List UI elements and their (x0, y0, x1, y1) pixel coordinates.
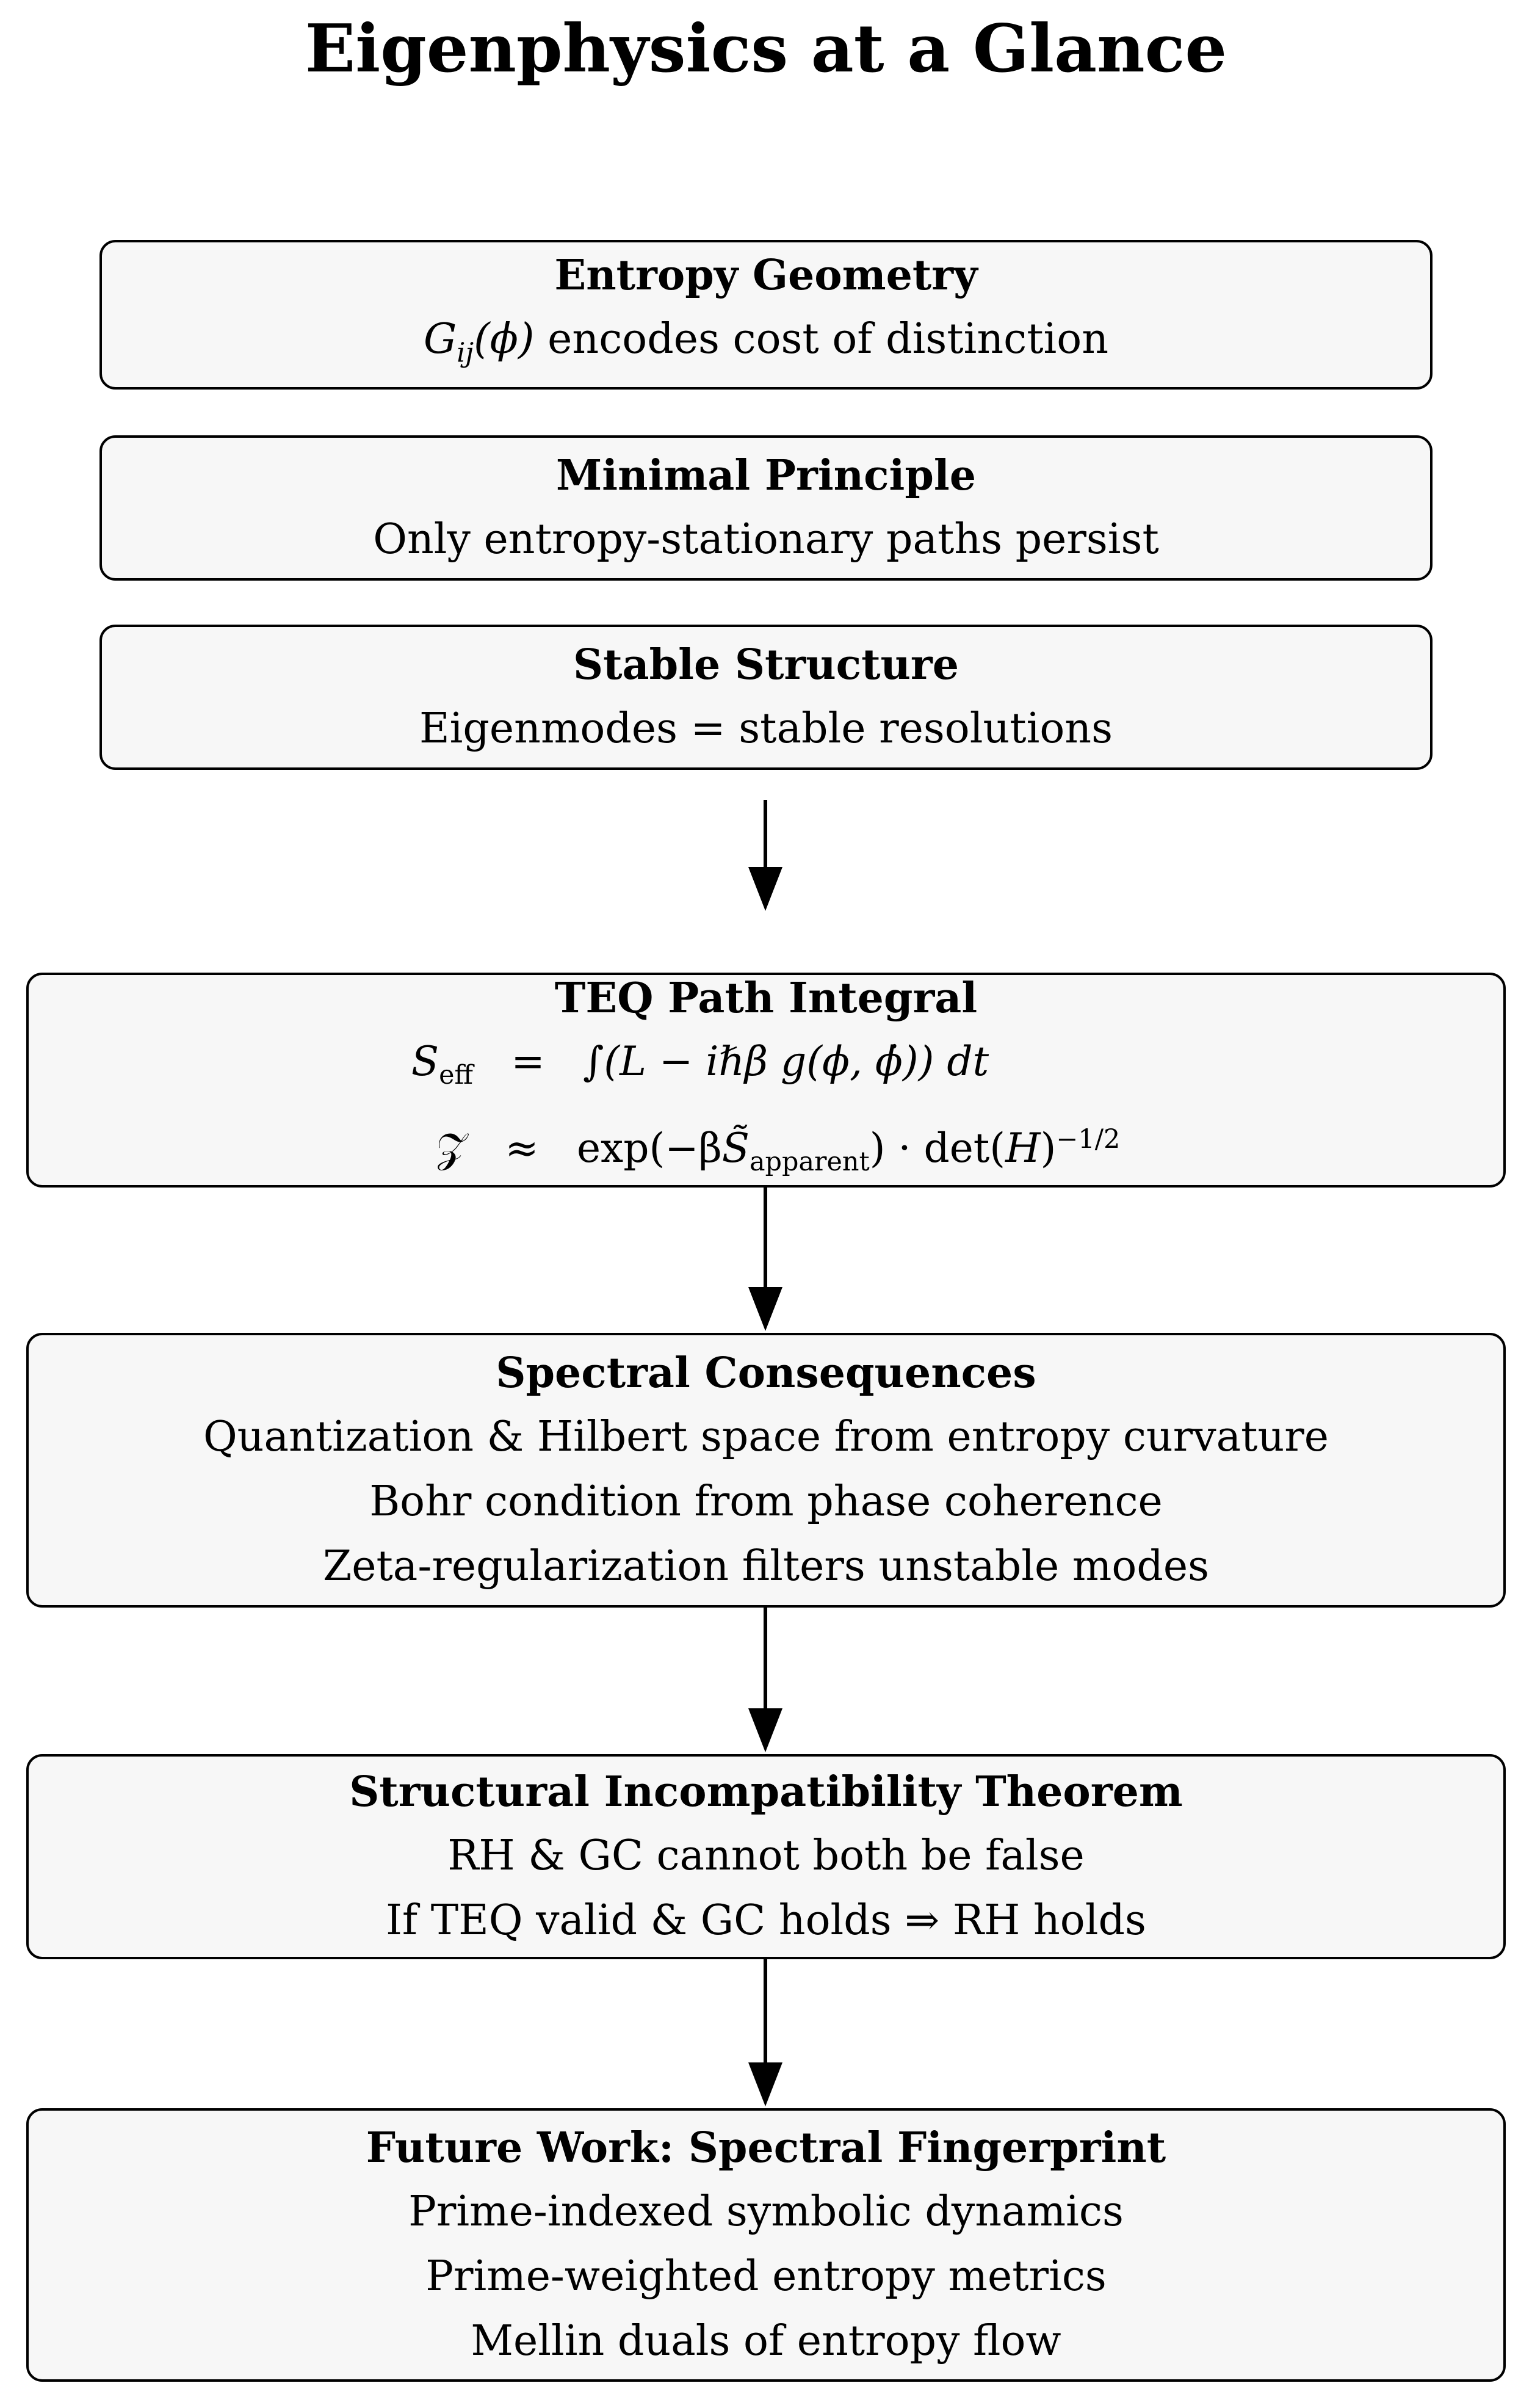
entropy-geometry-line: Gij(ϕ) encodes cost of distinction (424, 307, 1108, 386)
teq-path-integral-box: TEQ Path Integral Seff = ∫(L − iℏβ g(ϕ, … (26, 973, 1506, 1188)
minimal-principle-line: Only entropy-stationary paths persist (373, 515, 1159, 564)
spectral-consequences-line-3: Zeta-regularization filters unstable mod… (322, 1542, 1209, 1590)
future-work-line-1: Prime-indexed symbolic dynamics (408, 2188, 1124, 2236)
metric-argument: (ϕ) (474, 315, 535, 364)
effective-action-rhs: ∫(L − iℏβ g(ϕ, ϕ̇)) dt (583, 1038, 989, 1086)
metric-indices: ij (457, 337, 474, 369)
structural-incompatibility-line-1: RH & GC cannot both be false (447, 1832, 1085, 1880)
entropy-geometry-title: Entropy Geometry (554, 251, 978, 300)
equals-sign: = (511, 1038, 545, 1086)
partition-function-rhs: exp(−βS̃apparent) · det(H)−1/2 (577, 1123, 1121, 1177)
entropy-geometry-box: Entropy Geometry Gij(ϕ) encodes cost of … (99, 240, 1433, 390)
future-work-box: Future Work: Spectral Fingerprint Prime-… (26, 2108, 1506, 2382)
structural-incompatibility-line-2: If TEQ valid & GC holds ⇒ RH holds (386, 1896, 1146, 1945)
spectral-consequences-title: Spectral Consequences (496, 1349, 1036, 1398)
stable-structure-line: Eigenmodes = stable resolutions (419, 705, 1113, 753)
spectral-consequences-box: Spectral Consequences Quantization & Hil… (26, 1333, 1506, 1608)
future-work-line-2: Prime-weighted entropy metrics (425, 2252, 1107, 2301)
spectral-consequences-line-2: Bohr condition from phase coherence (369, 1478, 1163, 1526)
approx-sign: ≈ (505, 1124, 539, 1172)
structural-incompatibility-box: Structural Incompatibility Theorem RH & … (26, 1754, 1506, 1959)
metric-symbol: G (423, 315, 457, 364)
teq-path-integral-title: TEQ Path Integral (554, 974, 978, 1023)
metric-description: encodes cost of distinction (534, 315, 1109, 364)
partition-function-equation: 𝒵 ≈ exp(−βS̃apparent) · det(H)−1/2 (345, 1108, 1187, 1194)
stable-structure-title: Stable Structure (573, 640, 959, 689)
future-work-line-3: Mellin duals of entropy flow (471, 2317, 1061, 2365)
future-work-title: Future Work: Spectral Fingerprint (366, 2123, 1166, 2172)
minimal-principle-title: Minimal Principle (555, 451, 976, 500)
page-title: Eigenphysics at a Glance (305, 10, 1227, 87)
effective-action-lhs: Seff (411, 1038, 473, 1091)
stable-structure-box: Stable Structure Eigenmodes = stable res… (99, 625, 1433, 770)
structural-incompatibility-title: Structural Incompatibility Theorem (349, 1768, 1183, 1816)
arrow-structure-to-path-integral (748, 800, 782, 911)
arrow-spectral-to-incompatibility (748, 1608, 782, 1752)
arrow-path-integral-to-spectral (748, 1188, 782, 1331)
partition-function-lhs: 𝒵 (436, 1124, 467, 1172)
minimal-principle-box: Minimal Principle Only entropy-stationar… (99, 435, 1433, 581)
spectral-consequences-line-1: Quantization & Hilbert space from entrop… (203, 1413, 1329, 1461)
effective-action-equation: Seff = ∫(L − iℏβ g(ϕ, ϕ̇)) dt (351, 1030, 1181, 1107)
arrow-incompatibility-to-future-work (748, 1959, 782, 2106)
